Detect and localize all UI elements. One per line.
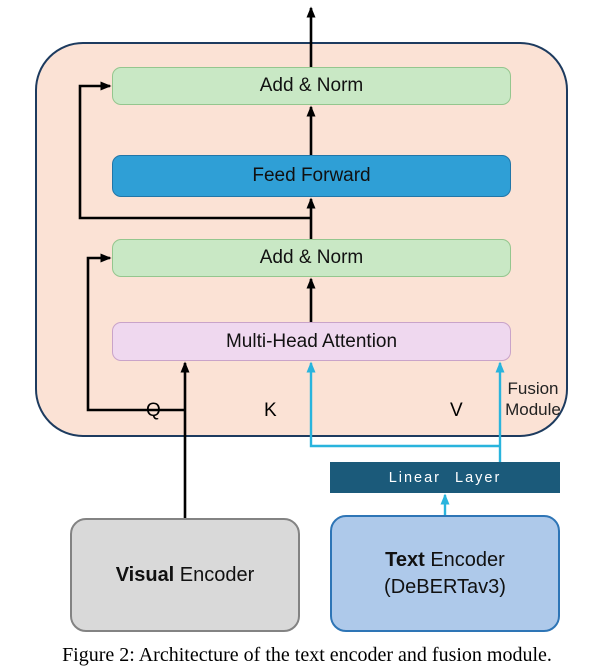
fusion-label-line2: Module (505, 400, 561, 419)
fusion-label-line1: Fusion (507, 379, 559, 398)
feed-forward-label: Feed Forward (252, 165, 371, 186)
fusion-module-label: Fusion Module (495, 378, 571, 420)
multi-head-attention-block: Multi-Head Attention (112, 322, 511, 361)
feed-forward-block: Feed Forward (112, 155, 511, 197)
text-encoder-block: Text Encoder (DeBERTav3) (330, 515, 560, 632)
linear-layer-block: Linear Layer (330, 462, 560, 493)
text-encoder-label-rest: Encoder (424, 548, 505, 571)
text-encoder-label: Text Encoder (385, 547, 505, 574)
add-norm-block-top: Add & Norm (112, 67, 511, 105)
visual-encoder-block: Visual Encoder (70, 518, 300, 632)
add-norm-top-label: Add & Norm (259, 75, 364, 96)
text-encoder-label-bold: Text (385, 548, 425, 571)
visual-encoder-label: Visual Encoder (116, 564, 255, 587)
port-label-k: K (264, 400, 277, 421)
multi-head-attention-label: Multi-Head Attention (225, 330, 398, 352)
linear-layer-label: Linear Layer (388, 469, 502, 486)
visual-encoder-label-rest: Encoder (174, 563, 255, 586)
port-label-v: V (450, 400, 463, 421)
add-norm-block-mid: Add & Norm (112, 239, 511, 277)
text-encoder-label-line2: (DeBERTav3) (384, 575, 506, 598)
visual-encoder-label-bold: Visual (115, 563, 175, 586)
figure-caption: Figure 2: Architecture of the text encod… (62, 644, 552, 666)
port-label-q: Q (146, 400, 161, 421)
add-norm-mid-label: Add & Norm (259, 247, 364, 268)
